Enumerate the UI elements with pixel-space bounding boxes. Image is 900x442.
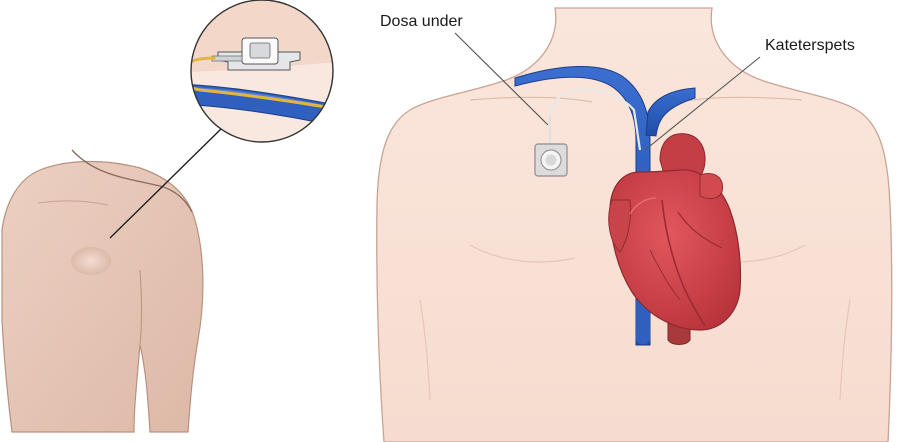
heart-icon: [608, 133, 742, 345]
zoom-pointer-line: [109, 127, 223, 239]
port-device-icon: [534, 143, 568, 177]
tip-leader-line: [644, 56, 761, 151]
shoulder-illustration: [1, 149, 204, 433]
catheter-tip-label: Kateterspets: [765, 37, 855, 54]
port-bump-icon: [71, 247, 111, 275]
zoom-port-device-icon: [211, 37, 301, 71]
catheter-line: [548, 88, 642, 151]
zoom-magnifier: [190, 0, 334, 143]
port-label: Dosa under: [380, 13, 463, 30]
zoom-catheter-line: [191, 56, 333, 114]
port-leader-line: [454, 32, 549, 126]
vein-icon: [514, 65, 696, 346]
